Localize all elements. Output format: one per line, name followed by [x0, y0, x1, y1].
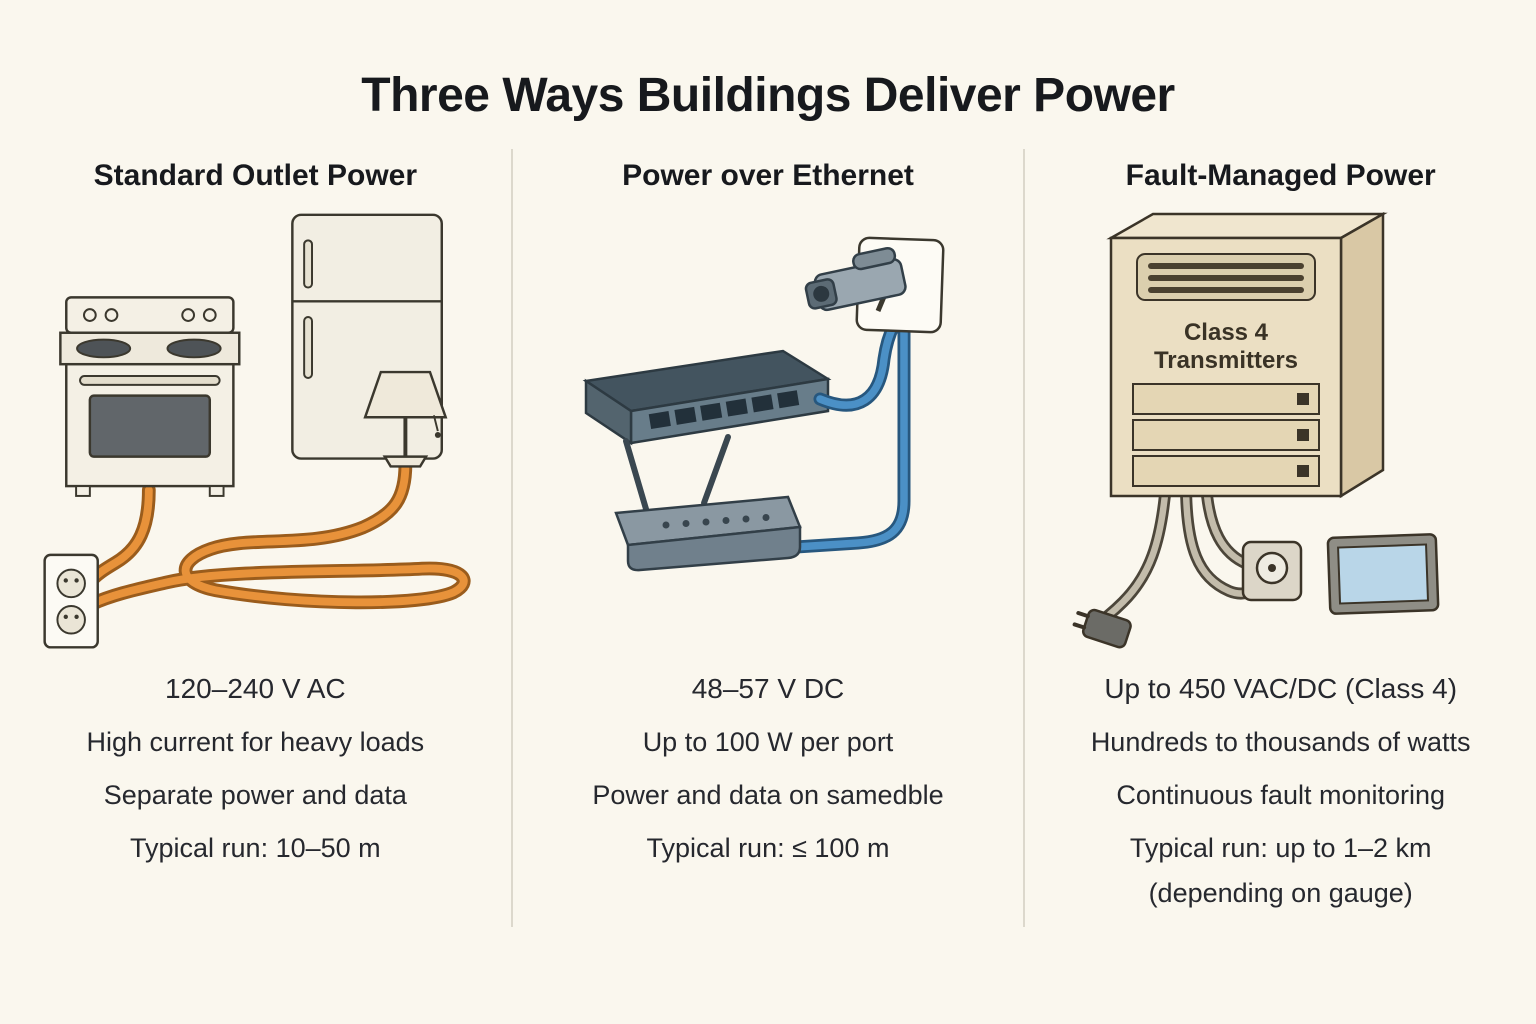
- column-standard-outlet: Standard Outlet Power: [0, 149, 511, 933]
- ethernet-cable: [789, 318, 911, 554]
- column-heading-standard-outlet: Standard Outlet Power: [93, 159, 418, 192]
- poe-specs: 48–57 V DC Up to 100 W per port Power an…: [592, 675, 943, 888]
- fault-managed-scene: Class 4 Transmitters: [1072, 211, 1440, 649]
- spec-run: Typical run: 10–50 m: [130, 833, 381, 863]
- stove-icon: [59, 296, 241, 497]
- poe-illustration: [513, 193, 1024, 675]
- standard-outlet-scene: [43, 213, 471, 649]
- cabinet-label-line2: Transmitters: [1154, 347, 1298, 374]
- spec-voltage: 48–57 V DC: [691, 673, 845, 704]
- refrigerator-icon: [291, 213, 444, 460]
- plug-icon: [1072, 608, 1132, 649]
- network-switch-icon: [582, 349, 832, 446]
- cabinet-icon: Class 4 Transmitters: [1105, 211, 1388, 499]
- column-divider: [1023, 149, 1026, 927]
- columns-container: Standard Outlet Power: [0, 149, 1536, 933]
- column-heading-poe: Power over Ethernet: [622, 159, 914, 192]
- spec-wattage: Hundreds to thousands of watts: [1090, 727, 1471, 757]
- spec-run: Typical run: ≤ 100 m: [646, 833, 890, 863]
- security-camera-icon: [804, 236, 945, 334]
- fault-managed-illustration: Class 4 Transmitters: [1025, 193, 1536, 675]
- spec-data: Separate power and data: [103, 780, 407, 810]
- column-fault-managed: Fault-Managed Power: [1025, 149, 1536, 933]
- wall-control-icon: [1241, 540, 1302, 602]
- poe-scene: [582, 236, 945, 572]
- power-cable: [1088, 478, 1273, 631]
- display-panel-icon: [1326, 533, 1440, 615]
- spec-data: Power and data on samedble: [592, 780, 944, 810]
- spec-current: High current for heavy loads: [86, 727, 425, 757]
- fault-managed-specs: Up to 450 VAC/DC (Class 4) Hundreds to t…: [1091, 675, 1471, 933]
- spec-run-note: (depending on gauge): [1148, 878, 1413, 908]
- standard-outlet-specs: 120–240 V AC High current for heavy load…: [87, 675, 425, 888]
- column-poe: Power over Ethernet: [513, 149, 1024, 933]
- column-heading-fault-managed: Fault-Managed Power: [1125, 159, 1436, 192]
- lamp-icon: [363, 370, 448, 468]
- spec-voltage: 120–240 V AC: [165, 673, 346, 704]
- column-divider: [510, 149, 513, 927]
- page-title: Three Ways Buildings Deliver Power: [361, 69, 1175, 122]
- standard-outlet-illustration: [0, 193, 511, 675]
- router-icon: [614, 434, 802, 572]
- spec-wattage: Up to 100 W per port: [642, 727, 894, 757]
- outlet-icon: [43, 553, 100, 649]
- spec-run: Typical run: up to 1–2 km: [1129, 833, 1432, 863]
- spec-voltage: Up to 450 VAC/DC (Class 4): [1104, 673, 1458, 704]
- cabinet-label-line1: Class 4: [1184, 319, 1269, 346]
- spec-monitoring: Continuous fault monitoring: [1116, 780, 1446, 810]
